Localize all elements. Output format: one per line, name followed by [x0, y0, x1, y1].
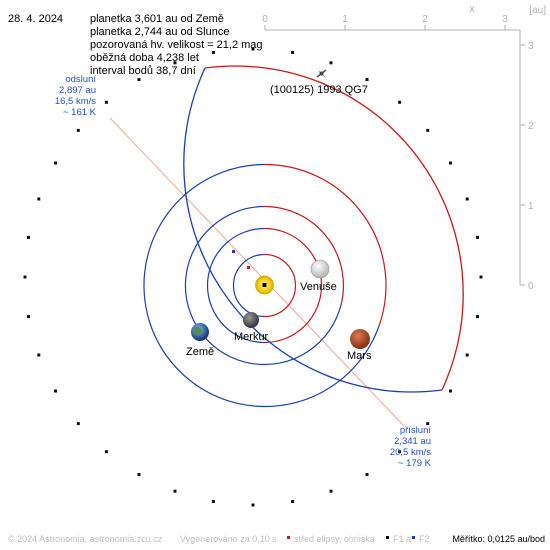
y-tick-label: 1 — [528, 201, 534, 212]
venus-label: Venuše — [300, 281, 337, 293]
orbit-point — [426, 128, 430, 132]
apsis-line — [109, 117, 405, 427]
info-line: interval bodů 38,7 dní — [90, 65, 196, 77]
orbit-point — [27, 315, 30, 319]
x-tick-label: 3 — [502, 14, 508, 25]
orbit-point — [251, 47, 255, 51]
orbit-point — [449, 389, 452, 393]
center-legend-label: střed elipsy, ohniska — [294, 534, 375, 544]
aphelion-title: odsluní — [65, 74, 96, 85]
orbit-point — [54, 161, 57, 165]
perihelion-distance: 2,341 au — [394, 436, 431, 447]
x-tick-label: 1 — [342, 14, 348, 25]
f1-legend-marker — [386, 536, 389, 539]
aphelion-speed: 16,5 km/s — [55, 96, 96, 107]
object-designation: (100125) 1993 QG7 — [270, 84, 368, 96]
orbit-point — [449, 161, 452, 165]
perihelion-info: přísluní 2,341 au 20,5 km/s ~ 179 K — [390, 425, 432, 469]
orbit-point — [54, 389, 57, 393]
aphelion-distance: 2,897 au — [59, 85, 96, 96]
scale-label: Měřítko: 0,0125 au/bod — [452, 534, 545, 544]
mercury-planet — [243, 312, 259, 328]
orbit-point — [398, 450, 402, 454]
y-tick-label: 0 — [528, 281, 534, 292]
info-line: planetka 3,601 au od Země — [90, 13, 224, 25]
orbit-point — [173, 489, 177, 493]
aphelion-info: odsluní 2,897 au 16,5 km/s ~ 161 K — [55, 74, 97, 118]
mercury-label: Merkur — [234, 331, 269, 343]
orbit-point — [476, 315, 479, 319]
orbit-point — [104, 100, 108, 104]
orbit-point — [173, 61, 177, 65]
orbit-point — [291, 51, 295, 54]
earth-continent — [194, 326, 202, 336]
y-axis-unit: [au] — [529, 5, 546, 16]
perihelion-title: přísluní — [400, 425, 432, 436]
orbit-point — [104, 450, 108, 454]
orbit-point — [365, 78, 369, 81]
orbit-point — [137, 78, 141, 81]
venus-planet — [310, 259, 330, 279]
x-axis-unit: x — [470, 4, 475, 15]
y-tick-label: 3 — [528, 41, 534, 52]
orbit-point — [76, 128, 80, 132]
orbit-point — [251, 503, 255, 507]
mars-orbit — [143, 163, 387, 408]
aphelion-temperature: ~ 161 K — [63, 107, 97, 118]
orbit-point — [37, 197, 41, 201]
asteroid-marker — [316, 69, 327, 78]
orbit-point — [27, 235, 30, 239]
footer: © 2024 Astronomia, astronomia.zcu.cz Vyg… — [8, 534, 545, 544]
y-tick-label: 2 — [528, 121, 534, 132]
info-line: planetka 2,744 au od Slunce — [90, 26, 229, 38]
mars-label: Mars — [347, 350, 372, 362]
perihelion-speed: 20,5 km/s — [390, 447, 431, 458]
orbit-point — [465, 353, 469, 357]
orbit-point — [23, 275, 27, 279]
orbit-point — [329, 61, 333, 65]
orbit-point — [465, 197, 469, 201]
orbit-point — [329, 489, 333, 493]
x-axis: 0 1 2 3 x — [262, 4, 520, 31]
info-line: pozorovaná hv. velikost = 21,2 mag — [90, 39, 263, 51]
copyright-text: © 2024 Astronomia, astronomia.zcu.cz — [8, 534, 163, 544]
center-legend-marker — [287, 536, 290, 539]
info-line: oběžná doba 4,238 let — [90, 52, 199, 64]
orbit-point — [291, 500, 295, 503]
date-label: 28. 4. 2024 — [8, 13, 63, 25]
focus-f2-marker — [232, 250, 235, 253]
perihelion-temperature: ~ 179 K — [398, 458, 432, 469]
orbit-point — [365, 473, 369, 476]
orbit-point — [37, 353, 41, 357]
f2-legend-label: F2 — [419, 534, 430, 544]
orbit-point — [211, 500, 215, 503]
orbit-point — [398, 100, 402, 104]
y-axis: 3 2 1 0 [au] — [519, 5, 546, 292]
generated-time: Vygenerováno za 0,10 s — [180, 534, 277, 544]
sun — [255, 275, 274, 295]
earth-label: Země — [186, 346, 214, 358]
f2-legend-marker — [412, 536, 415, 539]
f1-legend-label: F1 a — [393, 534, 411, 544]
orbit-point — [211, 51, 215, 54]
orbit-point — [137, 473, 141, 476]
asteroid-orbit — [183, 65, 464, 393]
orbit-point — [76, 422, 80, 426]
orbit-point — [476, 235, 479, 239]
header-info: 28. 4. 2024 planetka 3,601 au od Země pl… — [8, 13, 263, 77]
mars-planet — [350, 329, 370, 349]
ellipse-center-marker — [247, 266, 250, 269]
orbit-point — [426, 422, 430, 426]
orbit-point — [479, 275, 483, 279]
x-tick-label: 2 — [422, 14, 428, 25]
asteroid-orbit-points — [23, 47, 483, 507]
x-tick-label: 0 — [262, 14, 268, 25]
venus-orbit — [206, 227, 323, 344]
